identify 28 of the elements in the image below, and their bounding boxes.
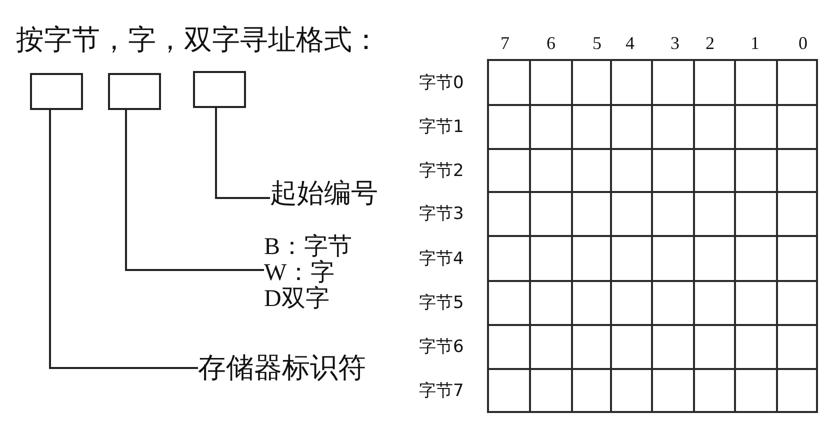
bit-number: 3 (670, 32, 680, 54)
bit-number: 4 (624, 32, 636, 54)
bit-number: 0 (798, 32, 808, 54)
byte-row-label: 字节6 (419, 336, 464, 358)
byte-row-label: 字节0 (419, 72, 464, 94)
leader-label: 存储器标识符 (198, 352, 366, 384)
title: 按字节，字，双字寻址格式： (16, 22, 380, 58)
byte-row-label: 字节2 (419, 160, 464, 182)
byte-row-label: 字节5 (419, 292, 464, 314)
leader-line (49, 110, 198, 369)
bit-number: 5 (592, 32, 602, 54)
byte-row-label: 字节3 (419, 203, 464, 225)
leader-label: 起始编号 (270, 178, 378, 208)
leader-line (125, 110, 264, 271)
byte-row-label: 字节4 (419, 248, 464, 270)
leader-label: B：字节 (264, 234, 352, 260)
bit-number: 6 (546, 32, 556, 54)
byte-row-label: 字节7 (419, 380, 464, 402)
bit-number: 7 (500, 32, 510, 54)
bit-number: 1 (750, 32, 760, 54)
leader-label: D双字 (264, 286, 330, 312)
blank-box (30, 73, 83, 110)
blank-box (193, 71, 246, 108)
bit-number: 2 (704, 32, 716, 54)
leader-label: W：字 (264, 260, 335, 286)
blank-box (108, 73, 161, 110)
byte-row-label: 字节1 (419, 116, 464, 138)
leader-line (215, 108, 270, 199)
